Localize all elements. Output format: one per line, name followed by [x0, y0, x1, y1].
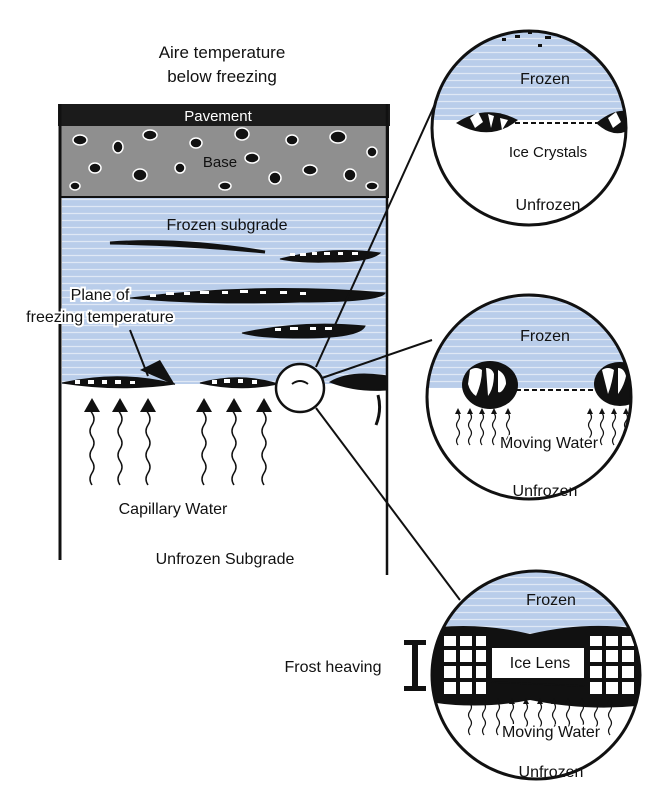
detail-bottom-unfrozen-label: Unfrozen	[519, 764, 584, 781]
detail-middle-frozen-label: Frozen	[520, 328, 570, 345]
frost-heaving-label: Frost heaving	[285, 659, 382, 676]
plane-label-line2: freezing temperature	[26, 309, 174, 326]
plane-label-line1: Plane of	[71, 287, 130, 304]
pavement-label: Pavement	[184, 108, 252, 125]
cross-section	[58, 104, 390, 575]
base-label: Base	[203, 154, 237, 171]
frozen-subgrade-label: Frozen subgrade	[167, 217, 288, 234]
capillary-arrows	[89, 400, 267, 486]
connector-lines	[315, 92, 461, 601]
lens-fragments	[75, 252, 358, 384]
capillary-arrowheads	[84, 398, 272, 412]
unfrozen-subgrade-label: Unfrozen Subgrade	[156, 551, 295, 568]
zoom-circle	[274, 362, 326, 414]
detail-top	[430, 29, 628, 227]
frost-heaving-bracket	[404, 640, 426, 691]
detail-bottom-frozen-label: Frozen	[526, 592, 576, 609]
base-aggregate	[69, 127, 379, 191]
capillary-water-label: Capillary Water	[119, 501, 228, 518]
detail-bottom-moving-water-label: Moving Water	[502, 724, 601, 741]
detail-top-frozen-label: Frozen	[520, 71, 570, 88]
detail-bottom-ice-lens-label: Ice Lens	[510, 655, 570, 672]
pavement-layer	[58, 104, 390, 126]
detail-top-unfrozen-label: Unfrozen	[516, 197, 581, 214]
detail-bottom	[430, 569, 642, 781]
detail-middle-moving-water-label: Moving Water	[500, 435, 599, 452]
detail-middle-unfrozen-label: Unfrozen	[513, 483, 578, 500]
detail-top-ice-crystals-label: Ice Crystals	[509, 144, 587, 161]
detail-middle	[425, 293, 633, 501]
air-temp-label-line1: Aire temperature	[159, 43, 286, 62]
air-temp-label-line2: below freezing	[167, 67, 277, 86]
